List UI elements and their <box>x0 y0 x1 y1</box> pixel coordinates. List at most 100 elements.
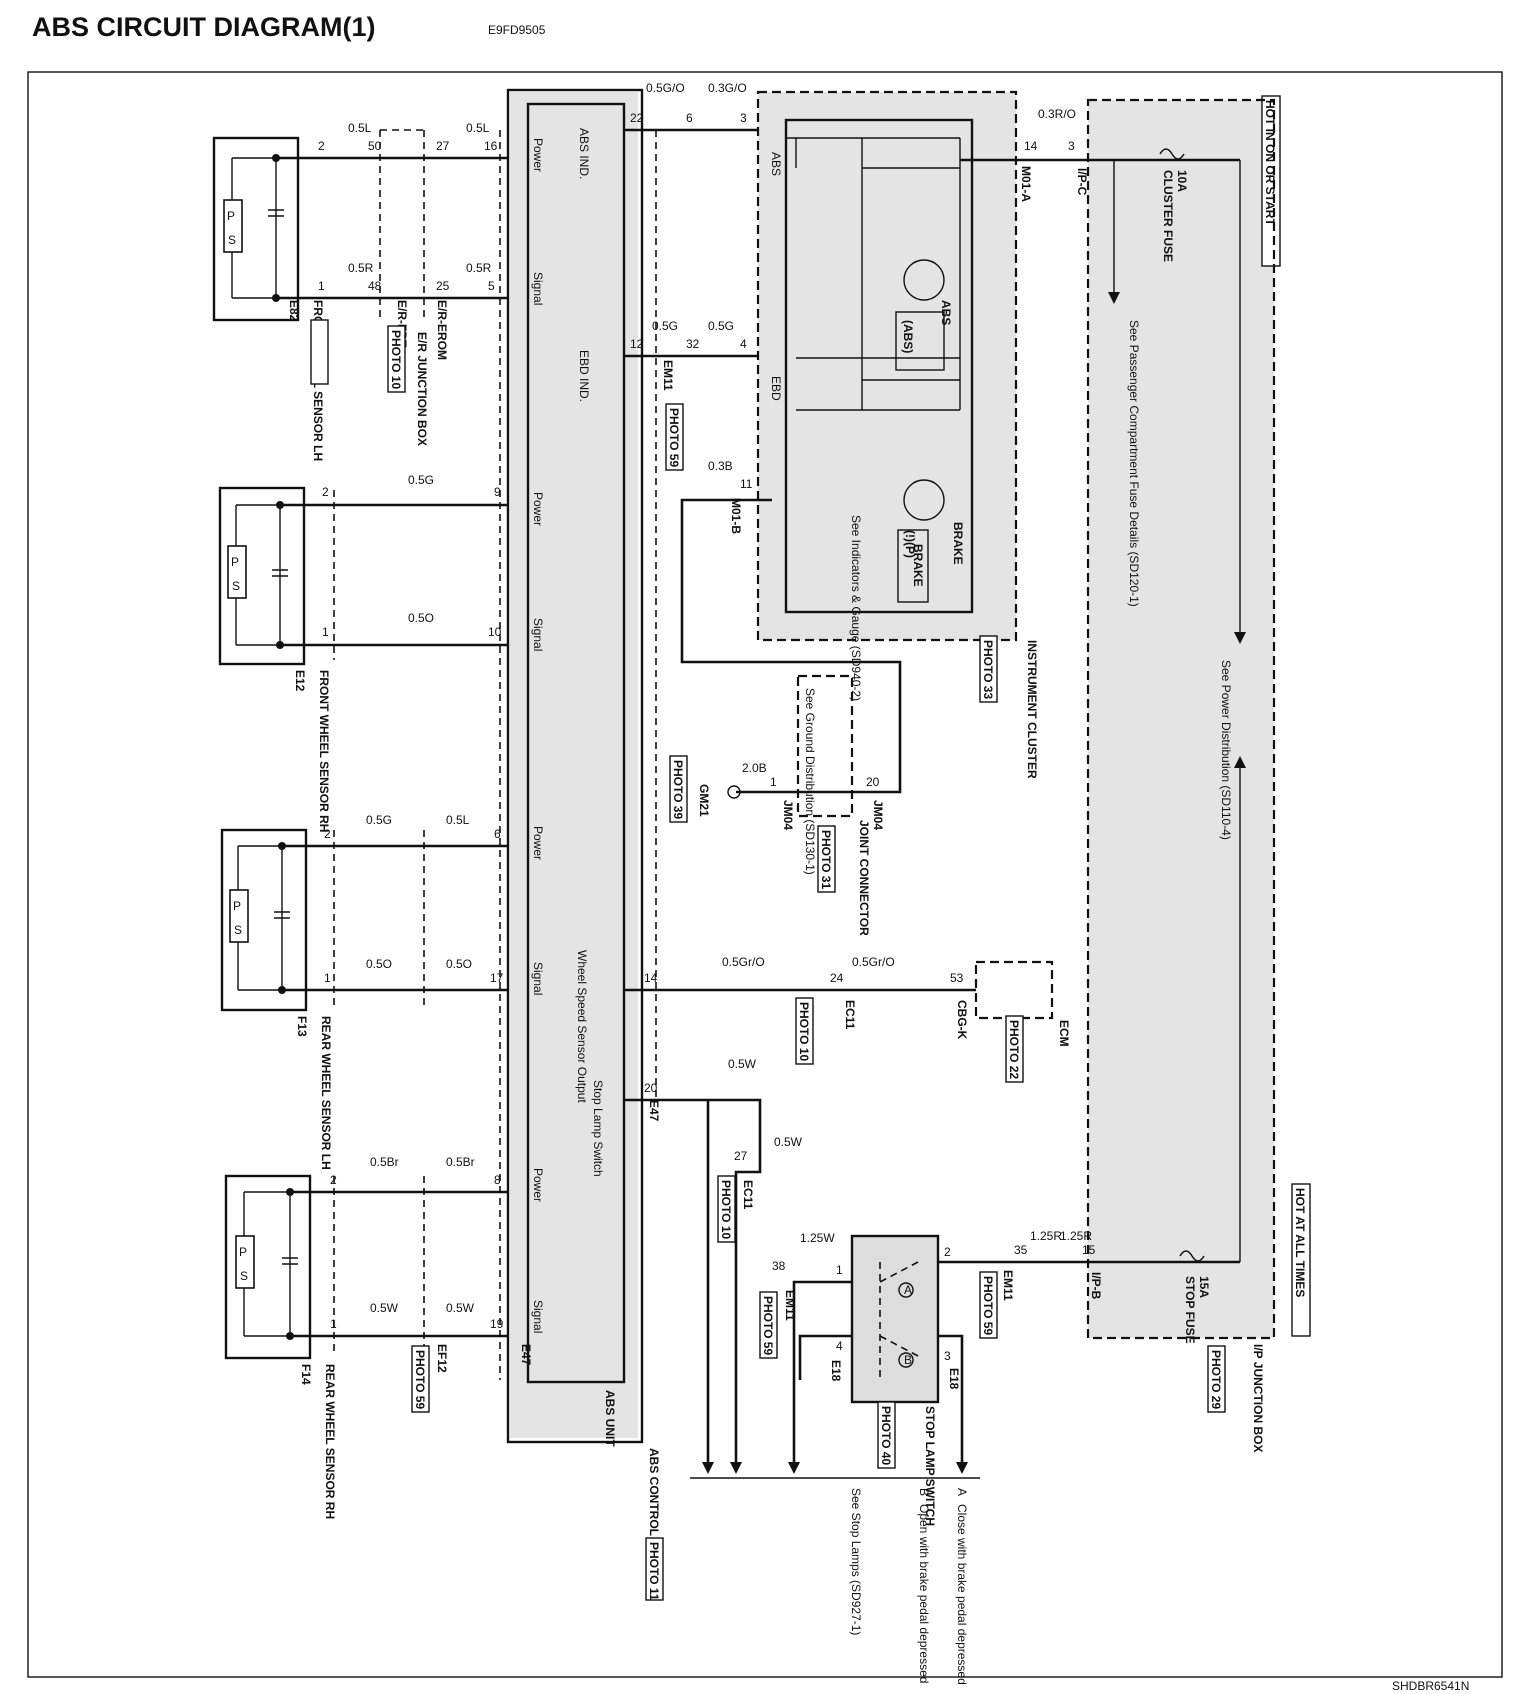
rr-power-wire-label-2: 0.5Br <box>446 1155 475 1169</box>
gm21-photo: PHOTO 39 <box>669 755 688 823</box>
rl-power-pin-label: Power <box>531 826 545 860</box>
stop-feed-label: 1.25W <box>800 1231 835 1245</box>
svg-text:15A: 15A <box>1197 1276 1211 1298</box>
f14-connector-label: F14 <box>299 1364 313 1385</box>
abs-lamp-symbol: (ABS) <box>901 320 915 353</box>
ec11-stop-label: EC11 <box>741 1180 755 1210</box>
junction-box-shade <box>1088 100 1274 1338</box>
svg-text:I/P-B: I/P-B <box>1089 1272 1103 1300</box>
ec11-stop-photo: PHOTO 10 <box>717 1175 736 1243</box>
svg-text:EM11: EM11 <box>1001 1270 1015 1301</box>
fr-pin-9: 9 <box>494 485 501 499</box>
instrument-cluster <box>756 90 1018 642</box>
fl-power-wire-label-2: 0.5L <box>466 121 490 135</box>
svg-text:PHOTO 33: PHOTO 33 <box>981 640 995 699</box>
svg-text:HOT AT ALL TIMES: HOT AT ALL TIMES <box>1293 1188 1307 1297</box>
svg-text:Close with brake pedal depress: Close with brake pedal depressed <box>955 1504 969 1685</box>
ip-junction-label: I/P JUNCTION BOX <box>1251 1344 1265 1452</box>
abs-ind-wire-label: 0.5G/O <box>646 81 685 95</box>
svg-text:CBG-K: CBG-K <box>955 1000 969 1040</box>
stop-lamp-wire-label-2: 0.5W <box>774 1135 803 1149</box>
e18-label-2: E18 <box>947 1368 961 1390</box>
fl-signal-pin-label: Signal <box>531 272 545 305</box>
joint-connector <box>796 674 854 818</box>
ef12-photo: PHOTO 59 <box>411 1345 430 1413</box>
rl-signal-wire-label-2: 0.5O <box>446 957 472 971</box>
rl-pin-2: 2 <box>324 827 331 841</box>
stop-lamp-switch-contacts <box>879 1261 919 1380</box>
svg-text:F13: F13 <box>295 1016 309 1037</box>
e47-label: E47 <box>647 1100 661 1122</box>
rl-signal-pin-label: Signal <box>531 962 545 995</box>
svg-text:BRAKE: BRAKE <box>911 544 925 587</box>
svg-text:PHOTO 10: PHOTO 10 <box>719 1180 733 1239</box>
svg-text:I/P JUNCTION BOX: I/P JUNCTION BOX <box>1251 1344 1265 1452</box>
svg-text:See Power Distribution (SD110-: See Power Distribution (SD110-4) <box>1219 660 1233 840</box>
pin-4: 4 <box>740 337 747 351</box>
rear-wheel-sensor-lh-label: REAR WHEEL SENSOR LH <box>319 1016 333 1170</box>
rr-signal-pin-label: Signal <box>531 1300 545 1333</box>
svg-text:E47: E47 <box>519 1344 533 1366</box>
svg-text:ABS UNIT: ABS UNIT <box>603 1390 617 1447</box>
rl-power-wire-label-2: 0.5L <box>446 813 470 827</box>
hot-all-label: HOT AT ALL TIMES <box>1291 1183 1311 1337</box>
rl-pin-6: 6 <box>494 827 501 841</box>
pin-14: 14 <box>1024 139 1038 153</box>
pin-20-joint: 20 <box>866 775 880 789</box>
fr-pin-1: 1 <box>322 625 329 639</box>
brake-lamp-symbol-box <box>897 529 929 603</box>
svg-text:See Ground Distribution (SD130: See Ground Distribution (SD130-1) <box>803 688 817 875</box>
svg-text:PHOTO 22: PHOTO 22 <box>1007 1020 1021 1079</box>
m01b-label: M01-B <box>729 498 743 534</box>
em11-stop-label: EM11 <box>1001 1270 1015 1301</box>
svg-text:ECM: ECM <box>1057 1020 1071 1047</box>
stop-fuse <box>1179 1250 1205 1262</box>
pin-32: 32 <box>686 337 700 351</box>
fr-signal-wire-label: 0.5O <box>408 611 434 625</box>
fl-signal-wire-label-2: 0.5R <box>466 261 492 275</box>
e47-label-rr: E47 <box>519 1344 533 1366</box>
fr-signal-pin-label: Signal <box>531 618 545 651</box>
pin-24: 24 <box>830 971 844 985</box>
ip-b-label: I/P-B <box>1089 1272 1103 1300</box>
joint-connector-photo: PHOTO 31 <box>817 825 836 893</box>
jm04-label-1: JM04 <box>781 800 795 830</box>
svg-text:10A: 10A <box>1175 170 1189 192</box>
ecm-photo: PHOTO 22 <box>1005 1015 1024 1083</box>
svg-text:JOINT CONNECTOR: JOINT CONNECTOR <box>857 820 871 936</box>
wss-wire-label-2: 0.5Gr/O <box>852 955 895 969</box>
abs-unit-label: ABS UNIT <box>603 1390 617 1447</box>
ec11-photo: PHOTO 10 <box>795 997 814 1065</box>
svg-text:PHOTO 11: PHOTO 11 <box>647 1542 661 1601</box>
ecm <box>974 960 1054 1020</box>
svg-text:FRONT WHEEL SENSOR RH: FRONT WHEEL SENSOR RH <box>317 670 331 832</box>
svg-text:PHOTO 31: PHOTO 31 <box>819 830 833 889</box>
cluster-ebd-label: EBD <box>769 376 783 401</box>
ecm-label: ECM <box>1057 1020 1071 1047</box>
abs-lamp <box>903 259 945 301</box>
svg-text:CLUSTER FUSE: CLUSTER FUSE <box>1161 170 1175 262</box>
diagram-frame <box>27 71 1503 1678</box>
abs-unit <box>526 102 626 1384</box>
pin-20-stop: 20 <box>644 1081 658 1095</box>
svg-text:ABS: ABS <box>769 152 783 176</box>
svg-text:GM21: GM21 <box>697 784 711 817</box>
svg-text:E/R JUNCTION BOX: E/R JUNCTION BOX <box>415 332 429 446</box>
ip-junction-box <box>1086 98 1276 1340</box>
pin-35: 35 <box>1014 1243 1028 1257</box>
rr-signal-wire-label-2: 0.5W <box>446 1301 475 1315</box>
svg-text:I/P-C: I/P-C <box>1075 168 1089 196</box>
svg-text:E18: E18 <box>829 1360 843 1382</box>
svg-text:P: P <box>239 1245 247 1259</box>
pin-3: 3 <box>740 111 747 125</box>
diagram-title: ABS CIRCUIT DIAGRAM(1) <box>32 12 376 42</box>
em11-stop-lamp-photo: PHOTO 59 <box>759 1291 778 1359</box>
svg-text:E82: E82 <box>287 300 301 322</box>
svg-text:Signal: Signal <box>531 1300 545 1333</box>
f13-connector-label: F13 <box>295 1016 309 1037</box>
front-wheel-sensor-rh-label: FRONT WHEEL SENSOR RH <box>317 670 331 832</box>
stop-fuse-label: STOP FUSE 15A <box>1183 1276 1211 1344</box>
rear-wheel-sensor-rh-label: REAR WHEEL SENSOR RH <box>323 1364 337 1519</box>
rr-pin-8: 8 <box>494 1173 501 1187</box>
